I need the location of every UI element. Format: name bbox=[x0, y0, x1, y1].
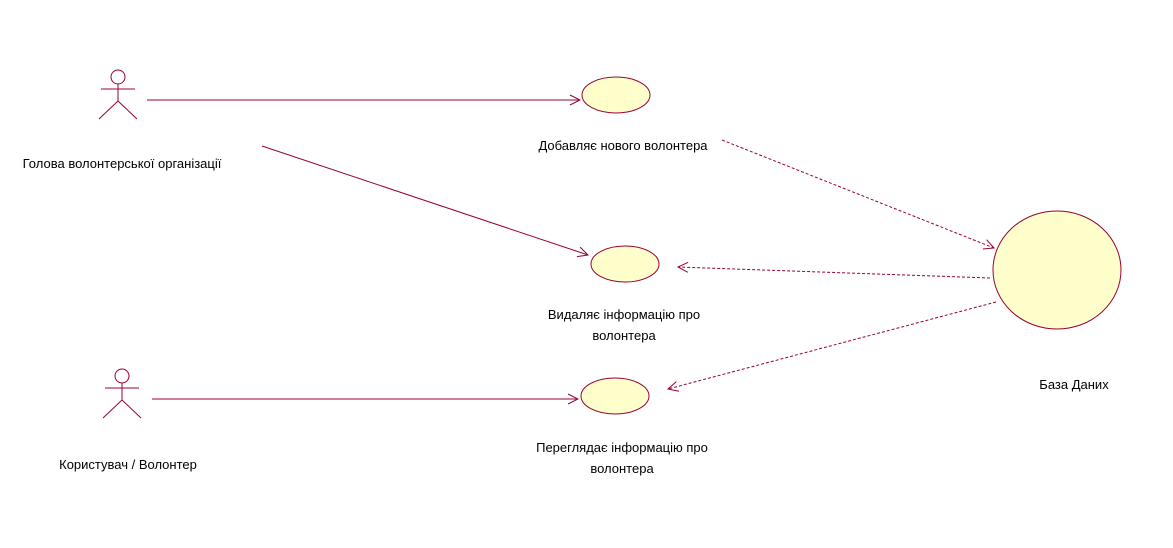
database-node[interactable] bbox=[992, 210, 1122, 330]
use-case-add-label: Добавляє нового волонтера bbox=[538, 138, 708, 153]
actor-user[interactable] bbox=[102, 368, 142, 419]
use-case-add[interactable] bbox=[581, 76, 651, 114]
actor-head-label: Голова волонтерської організації bbox=[23, 156, 222, 171]
use-case-view[interactable] bbox=[580, 377, 650, 415]
database-label: База Даних bbox=[1039, 377, 1109, 392]
actor-user-label: Користувач / Волонтер bbox=[59, 457, 197, 472]
dependency-database-view bbox=[668, 301, 997, 389]
use-case-remove-label-line2: волонтера bbox=[592, 328, 656, 343]
use-case-view-label-line2: волонтера bbox=[590, 461, 654, 476]
use-case-view-label-line1: Переглядає інформацію про bbox=[536, 440, 708, 455]
use-case-remove[interactable] bbox=[590, 245, 660, 283]
actor-head[interactable] bbox=[98, 69, 138, 120]
association-head-remove bbox=[261, 145, 588, 255]
dependency-database-remove bbox=[678, 267, 991, 279]
use-case-remove-label-line1: Видаляє інформацію про bbox=[548, 307, 700, 322]
dependency-add-database bbox=[721, 139, 994, 248]
